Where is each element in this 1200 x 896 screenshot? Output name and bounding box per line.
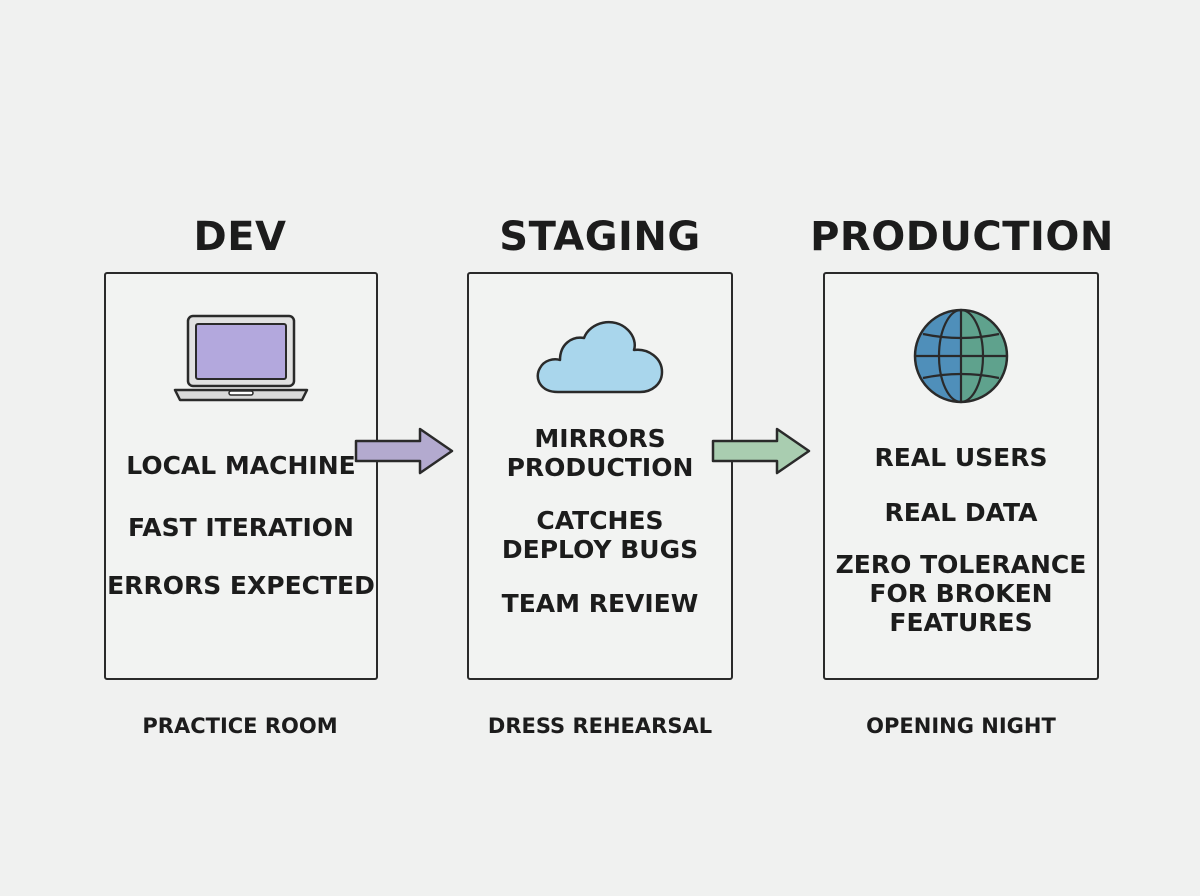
stage-box-dev: LOCAL MACHINE FAST ITERATION ERRORS EXPE… (104, 272, 378, 680)
detail-line: FEATURES (889, 608, 1033, 637)
arrow-right-icon (711, 427, 811, 475)
cloud-icon (536, 320, 664, 394)
detail-line: PRODUCTION (506, 453, 694, 482)
arrow-right-icon (354, 427, 454, 475)
stage-details-staging: MIRRORS PRODUCTION CATCHES DEPLOY BUGS T… (469, 424, 731, 618)
detail-line: ZERO TOLERANCE (835, 550, 1087, 579)
detail-line: CATCHES (536, 506, 664, 535)
stage-details-dev: LOCAL MACHINE FAST ITERATION ERRORS EXPE… (106, 451, 376, 600)
stage-caption-dev: PRACTICE ROOM (142, 714, 338, 738)
stage-title-production: PRODUCTION (810, 214, 1114, 260)
detail-line: FOR BROKEN (869, 579, 1053, 608)
detail-line: REAL DATA (884, 498, 1038, 527)
detail-line: LOCAL MACHINE (126, 451, 356, 480)
detail-line: MIRRORS (534, 424, 666, 453)
laptop-icon (173, 314, 309, 402)
detail-line: ERRORS EXPECTED (107, 571, 375, 600)
detail-line: REAL USERS (874, 443, 1048, 472)
stage-title-staging: STAGING (499, 214, 701, 260)
detail-line: DEPLOY BUGS (501, 535, 699, 564)
stage-title-dev: DEV (193, 214, 287, 260)
stage-box-production: REAL USERS REAL DATA ZERO TOLERANCE FOR … (823, 272, 1099, 680)
detail-line: TEAM REVIEW (501, 589, 699, 618)
stage-caption-staging: DRESS REHEARSAL (487, 714, 713, 738)
stage-details-production: REAL USERS REAL DATA ZERO TOLERANCE FOR … (825, 443, 1097, 637)
stage-box-staging: MIRRORS PRODUCTION CATCHES DEPLOY BUGS T… (467, 272, 733, 680)
globe-icon (913, 308, 1009, 404)
detail-line: FAST ITERATION (128, 513, 354, 542)
stage-caption-production: OPENING NIGHT (866, 714, 1056, 738)
